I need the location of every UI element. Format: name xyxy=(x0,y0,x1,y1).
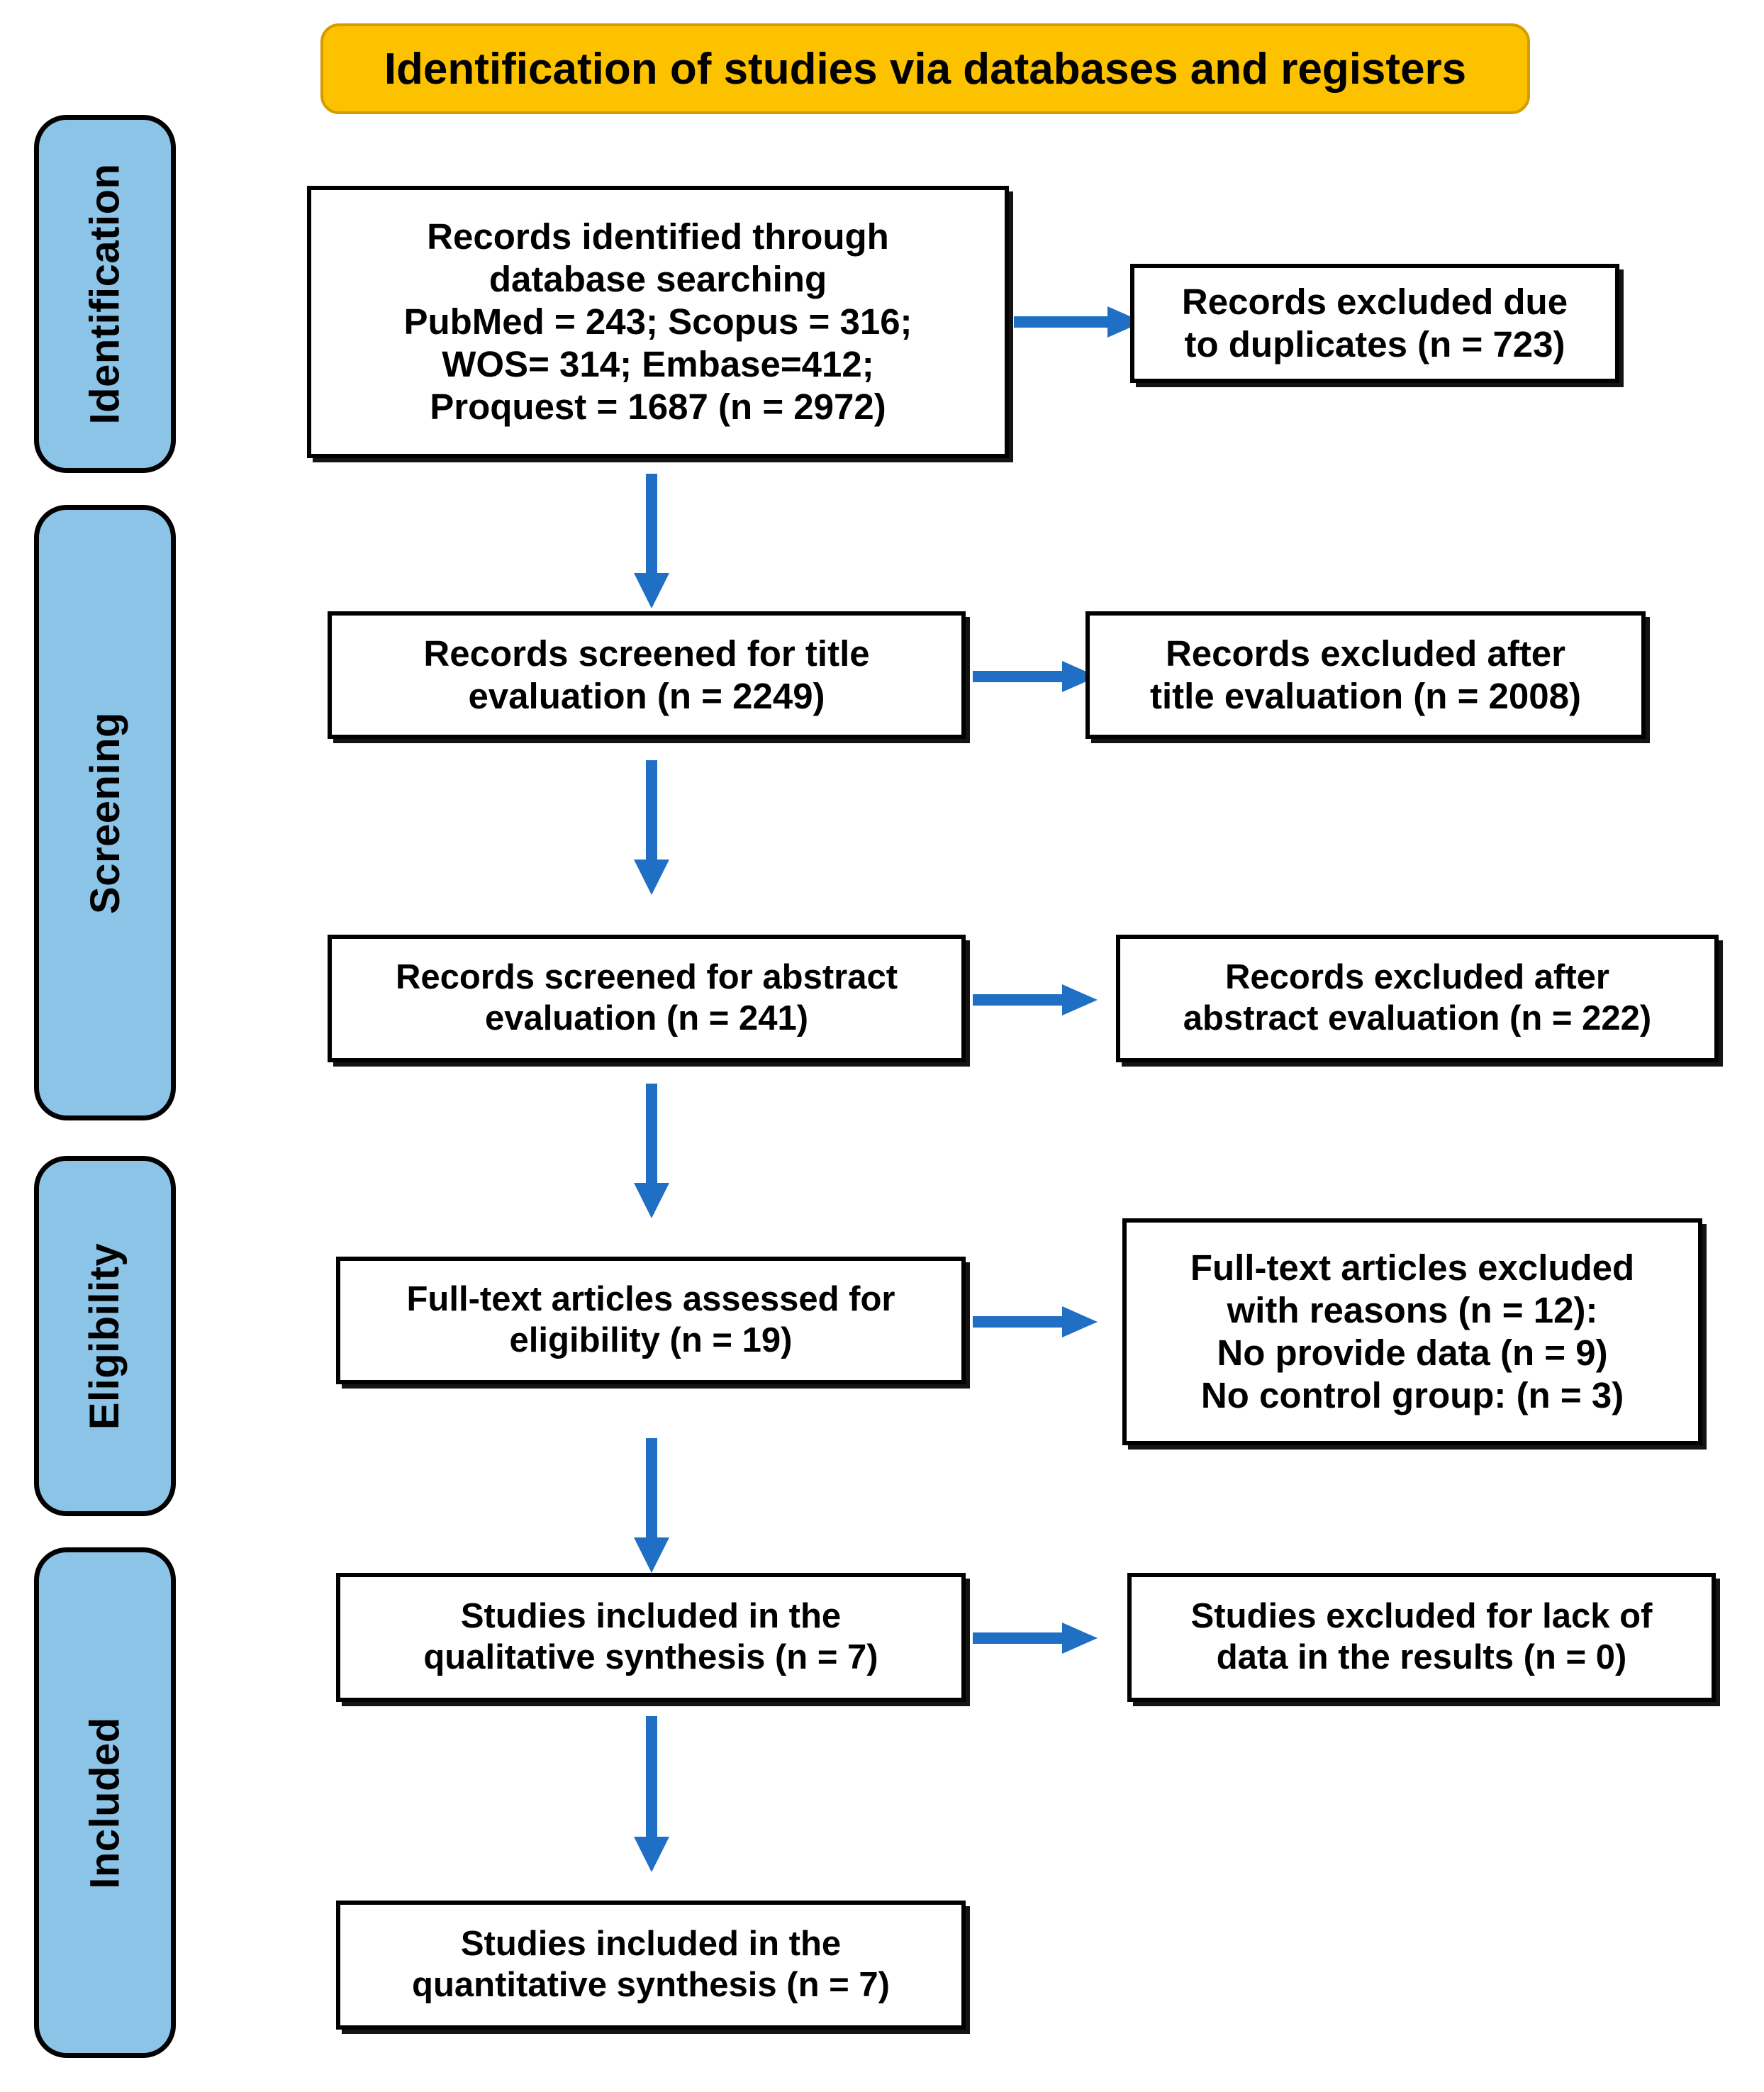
box-qualitative-included-text: Studies included in the qualitative synt… xyxy=(413,1593,888,1681)
arrow-qualitative-to-excluded xyxy=(973,1620,1098,1657)
box-quantitative-included: Studies included in the quantitative syn… xyxy=(336,1901,966,2030)
box-records-identified-text: Records identified through database sear… xyxy=(393,213,922,432)
box-records-screened-abstract-text: Records screened for abstract evaluation… xyxy=(386,955,908,1042)
diagram-title: Identification of studies via databases … xyxy=(384,44,1467,94)
line: Records screened for title xyxy=(423,633,870,674)
box-records-excluded-duplicates-text: Records excluded due to duplicates (n = … xyxy=(1172,278,1578,369)
box-qualitative-included: Studies included in the qualitative synt… xyxy=(336,1573,966,1702)
line: data in the results (n = 0) xyxy=(1216,1638,1627,1676)
line: with reasons (n = 12): xyxy=(1227,1289,1598,1330)
arrow-qualitative-to-quantitative xyxy=(631,1716,672,1872)
box-fulltext-assessed-text: Full-text articles assessed for eligibil… xyxy=(396,1276,905,1364)
line: Records excluded after xyxy=(1165,633,1566,674)
box-studies-excluded-lack-data: Studies excluded for lack of data in the… xyxy=(1127,1573,1716,1702)
stage-label-included: Included xyxy=(82,1716,128,1889)
line: Studies included in the xyxy=(460,1925,842,1964)
box-records-screened-abstract: Records screened for abstract evaluation… xyxy=(328,935,966,1062)
line: Records identified through xyxy=(427,216,889,257)
arrow-abstract-to-fulltext xyxy=(631,1084,672,1218)
line: to duplicates (n = 723) xyxy=(1184,324,1565,365)
line: Full-text articles excluded xyxy=(1190,1247,1635,1288)
box-studies-excluded-lack-data-text: Studies excluded for lack of data in the… xyxy=(1181,1593,1663,1681)
box-quantitative-included-text: Studies included in the quantitative syn… xyxy=(402,1921,900,2009)
arrow-title-to-abstract-screening xyxy=(631,760,672,895)
line: evaluation (n = 2249) xyxy=(468,676,825,716)
stage-pill-screening: Screening xyxy=(34,505,176,1120)
arrow-abstract-screening-to-excluded xyxy=(973,981,1098,1018)
stage-label-identification: Identification xyxy=(82,163,128,425)
line: eligibility (n = 19) xyxy=(509,1321,793,1359)
line: Studies included in the xyxy=(460,1597,842,1636)
line: No provide data (n = 9) xyxy=(1217,1332,1608,1373)
stage-pill-eligibility: Eligibility xyxy=(34,1156,176,1516)
arrow-identified-to-duplicates xyxy=(1014,304,1143,340)
line: quantitative synthesis (n = 7) xyxy=(412,1966,890,2004)
stage-label-eligibility: Eligibility xyxy=(82,1242,128,1430)
box-records-excluded-duplicates: Records excluded due to duplicates (n = … xyxy=(1130,264,1619,383)
line: abstract evaluation (n = 222) xyxy=(1183,999,1652,1037)
line: qualitative synthesis (n = 7) xyxy=(423,1638,878,1676)
line: Full-text articles assessed for xyxy=(406,1280,895,1319)
box-records-identified: Records identified through database sear… xyxy=(307,186,1009,458)
line: WOS= 314; Embase=412; xyxy=(442,344,874,385)
line: title evaluation (n = 2008) xyxy=(1150,676,1581,716)
box-fulltext-excluded-reasons: Full-text articles excluded with reasons… xyxy=(1122,1218,1702,1445)
arrow-fulltext-to-excluded xyxy=(973,1303,1098,1340)
line: Records excluded after xyxy=(1225,958,1609,997)
line: Records screened for abstract xyxy=(395,958,898,997)
box-records-excluded-title: Records excluded after title evaluation … xyxy=(1085,611,1646,739)
line: Records excluded due xyxy=(1181,281,1568,322)
box-records-excluded-abstract: Records excluded after abstract evaluati… xyxy=(1116,935,1719,1062)
stage-pill-identification: Identification xyxy=(34,115,176,473)
arrow-fulltext-to-qualitative xyxy=(631,1438,672,1573)
line: PubMed = 243; Scopus = 316; xyxy=(403,301,912,342)
line: No control group: (n = 3) xyxy=(1200,1375,1624,1416)
line: database searching xyxy=(489,258,827,299)
box-fulltext-excluded-reasons-text: Full-text articles excluded with reasons… xyxy=(1180,1244,1644,1420)
arrow-title-screening-to-excluded xyxy=(973,658,1098,695)
box-records-excluded-title-text: Records excluded after title evaluation … xyxy=(1140,630,1591,720)
box-records-screened-title: Records screened for title evaluation (n… xyxy=(328,611,966,739)
stage-pill-included: Included xyxy=(34,1547,176,2058)
box-records-screened-title-text: Records screened for title evaluation (n… xyxy=(413,630,879,720)
box-records-excluded-abstract-text: Records excluded after abstract evaluati… xyxy=(1173,955,1661,1042)
line: Studies excluded for lack of xyxy=(1190,1597,1653,1636)
diagram-header-banner: Identification of studies via databases … xyxy=(320,23,1530,114)
line: evaluation (n = 241) xyxy=(484,999,809,1037)
box-fulltext-assessed: Full-text articles assessed for eligibil… xyxy=(336,1257,966,1384)
arrow-identified-to-title-screening xyxy=(631,474,672,608)
line: Proquest = 1687 (n = 2972) xyxy=(430,386,886,428)
stage-label-screening: Screening xyxy=(82,711,128,914)
